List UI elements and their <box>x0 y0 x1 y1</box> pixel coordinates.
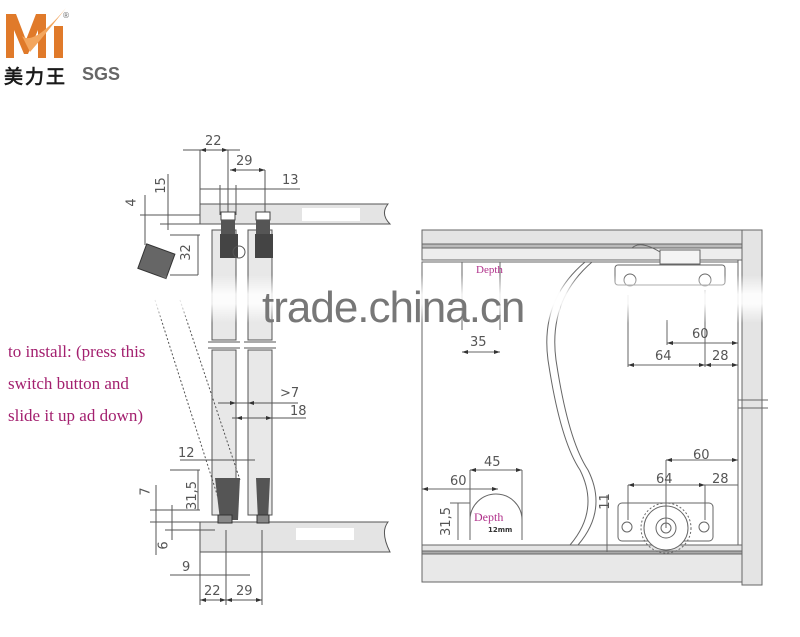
install-note-line-3: slide it up ad down) <box>8 406 144 425</box>
dim-gt7: >7 <box>280 386 300 401</box>
sgs-certification-label: SGS <box>82 64 121 84</box>
depth-value: 12mm <box>488 526 513 534</box>
depth-label-top: Depth <box>476 264 503 276</box>
dim-60-top: 60 <box>692 327 709 342</box>
bottom-guide-hardware <box>215 478 270 524</box>
dim-11: 11 <box>597 493 613 510</box>
dim-12: 12 <box>178 446 195 461</box>
dim-35: 35 <box>470 335 487 350</box>
top-roller-hardware <box>137 211 273 280</box>
dim-22-top: 22 <box>205 134 222 149</box>
install-note-line-1: to install: (press this <box>8 342 146 361</box>
depth-label: Depth <box>474 510 504 524</box>
dim-60-bottom-left: 60 <box>450 474 467 489</box>
dim-60-bottom-right: 60 <box>693 448 710 463</box>
install-note-line-2: switch button and <box>8 374 129 393</box>
brand-logo-icon: ® <box>4 6 72 60</box>
watermark-blur-band-right <box>540 275 790 323</box>
dim-29-top: 29 <box>236 154 253 169</box>
dim-45: 45 <box>484 455 501 470</box>
dim-64-bottom: 64 <box>656 472 673 487</box>
dim-64-top: 64 <box>655 349 672 364</box>
watermark-text: trade.china.cn <box>262 283 525 332</box>
dim-29-bottom: 29 <box>236 584 253 599</box>
dim-28-top: 28 <box>712 349 729 364</box>
dim-22-bottom: 22 <box>204 584 221 599</box>
dim-9: 9 <box>182 560 191 575</box>
dim-18: 18 <box>290 404 307 419</box>
brand-chinese-name: 美力王 <box>4 66 68 88</box>
dim-31-5-right: 31,5 <box>438 507 454 536</box>
dim-13-top: 13 <box>282 173 299 188</box>
watermark-blur-band <box>140 275 560 323</box>
dim-28-bottom: 28 <box>712 472 729 487</box>
registered-mark: ® <box>62 11 70 20</box>
